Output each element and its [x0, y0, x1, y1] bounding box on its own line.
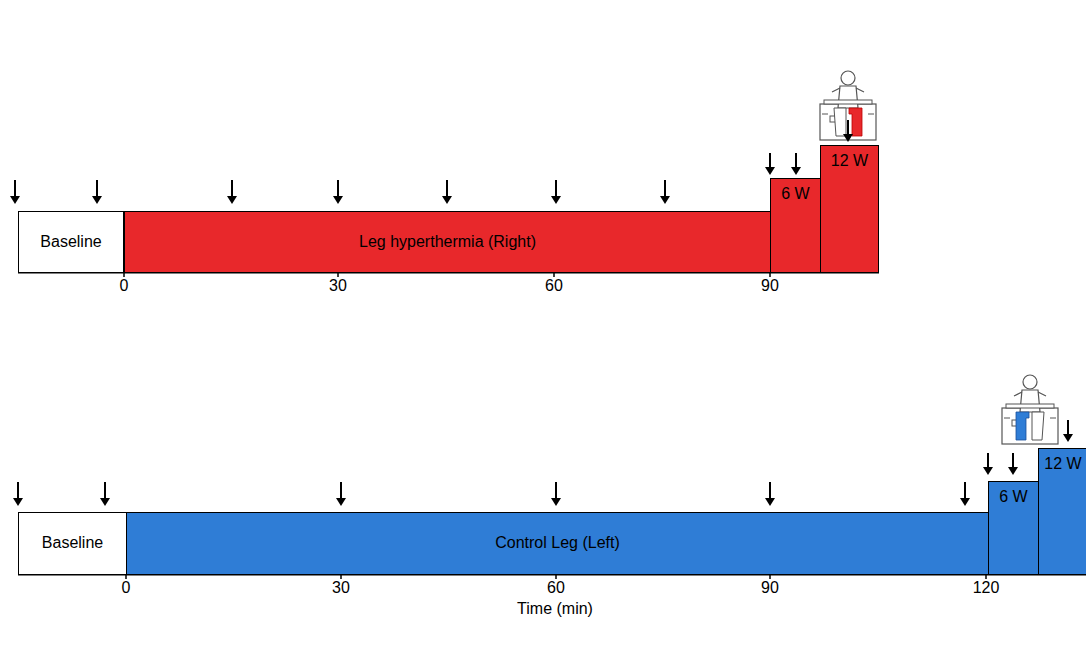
node-label: 12 W — [831, 152, 868, 170]
baseline-box: Baseline — [18, 512, 127, 575]
sample-arrow — [100, 482, 110, 506]
sample-arrow — [765, 482, 775, 506]
sample-arrow — [551, 482, 561, 506]
tick-label: 0 — [122, 579, 131, 597]
baseline-box: Baseline — [18, 211, 124, 273]
sample-arrow — [1063, 420, 1073, 442]
sample-arrow — [92, 180, 102, 204]
sample-arrow — [791, 153, 801, 175]
sample-arrow — [333, 180, 343, 204]
sample-arrow — [983, 453, 993, 475]
sample-arrow — [442, 180, 452, 204]
control-bar: Control Leg (Left) — [126, 512, 989, 575]
tick-label: 90 — [761, 277, 779, 295]
node-label: Leg hyperthermia (Right) — [359, 233, 536, 251]
node-label: 6 W — [999, 488, 1027, 506]
node-label: Baseline — [40, 233, 101, 251]
node-label: Control Leg (Left) — [495, 534, 620, 552]
sample-arrow — [660, 180, 670, 204]
tick-label: 90 — [761, 579, 779, 597]
sample-arrow — [551, 180, 561, 204]
tick-label: 30 — [329, 277, 347, 295]
node-label: 12 W — [1044, 455, 1081, 473]
axis-title: Time (min) — [517, 600, 593, 618]
tick-label: 60 — [547, 579, 565, 597]
exercise-step-box: 12 W — [1038, 448, 1086, 575]
sample-arrow — [1008, 453, 1018, 475]
sample-arrow — [227, 180, 237, 204]
exercise-step-box: 6 W — [988, 481, 1039, 575]
sample-arrow — [960, 482, 970, 506]
tick-label: 30 — [332, 579, 350, 597]
node-label: 6 W — [781, 185, 809, 203]
exercise-step-box: 6 W — [770, 178, 821, 273]
sample-arrow — [336, 482, 346, 506]
sample-arrow — [10, 180, 20, 204]
node-label: Baseline — [42, 534, 103, 552]
sample-arrow — [843, 120, 853, 142]
tick-label: 0 — [120, 277, 129, 295]
sample-arrow — [765, 153, 775, 175]
hyperthermia-bar: Leg hyperthermia (Right) — [124, 211, 771, 273]
tick-label: 60 — [545, 277, 563, 295]
sample-arrow — [13, 482, 23, 506]
tick-label: 120 — [973, 579, 1000, 597]
exercise-step-box: 12 W — [820, 145, 879, 273]
